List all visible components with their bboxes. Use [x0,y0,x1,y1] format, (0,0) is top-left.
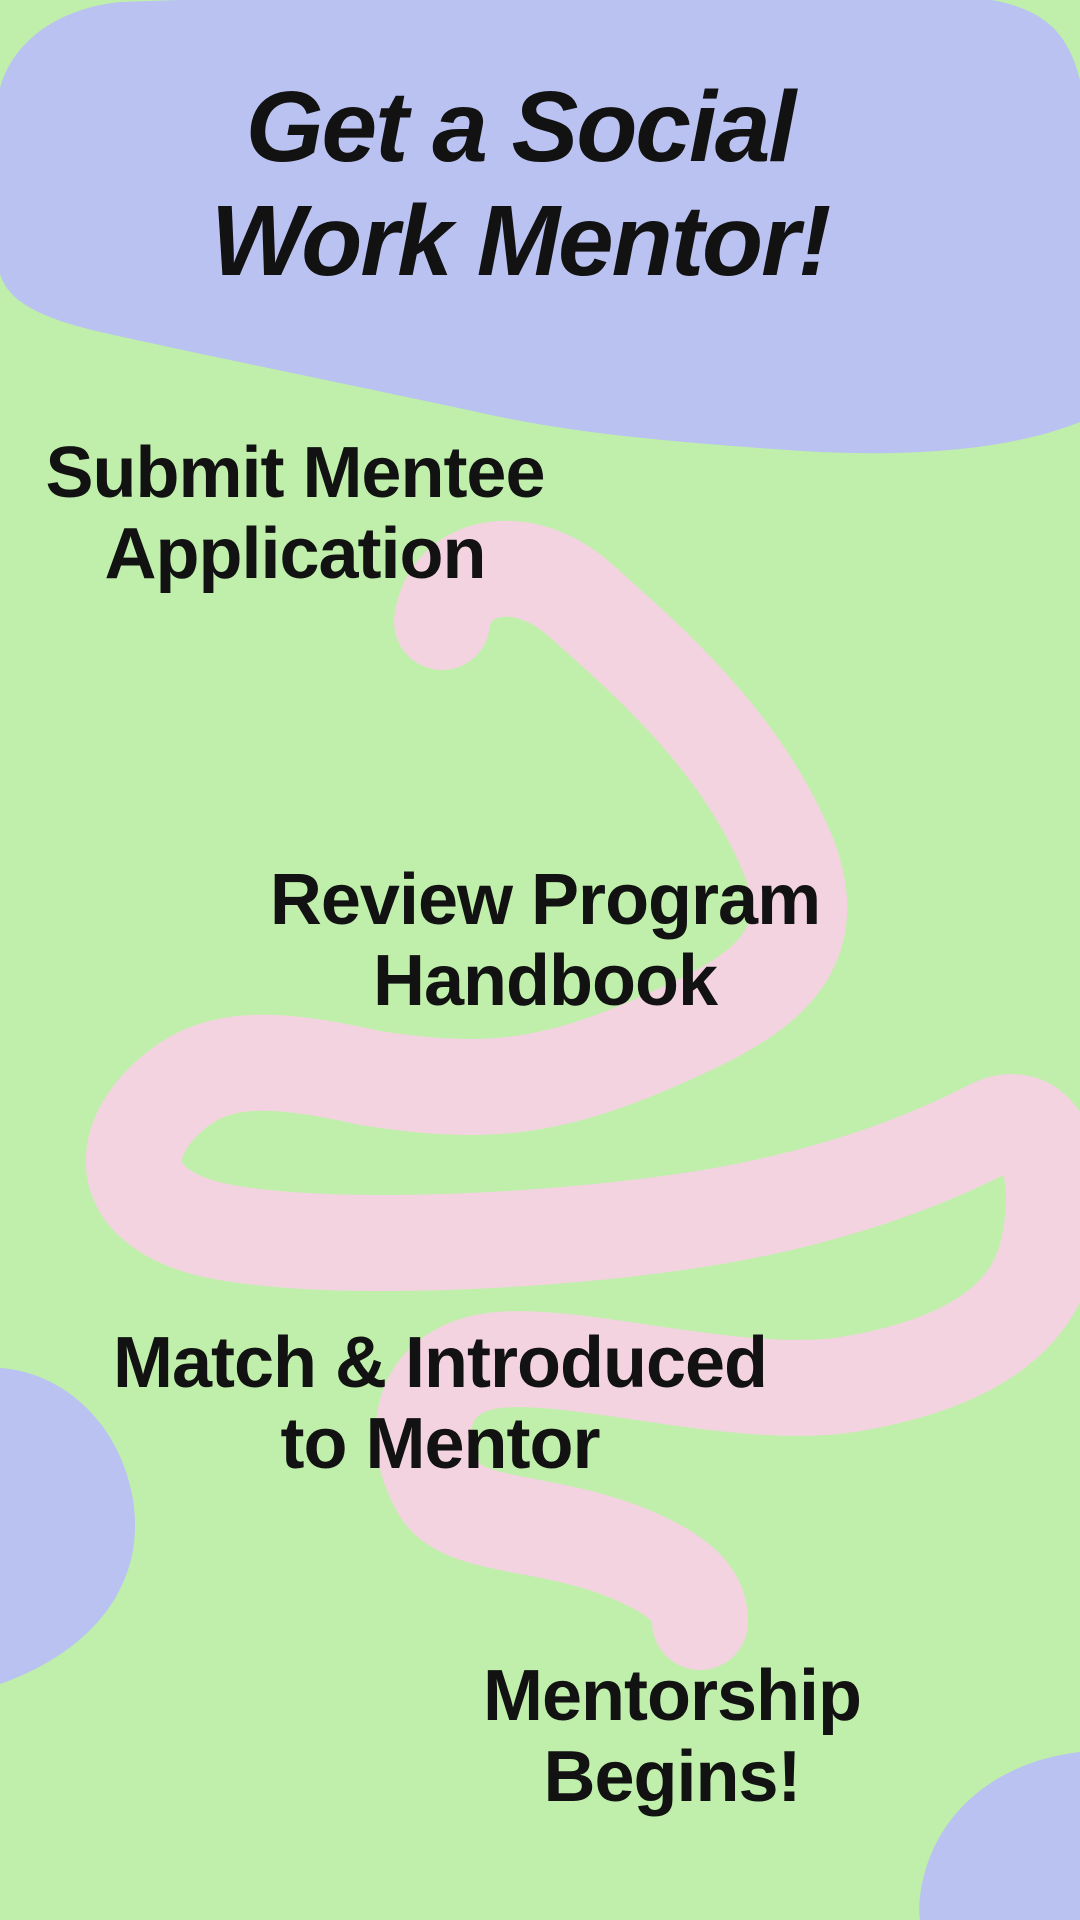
step-1-line-2: Application [104,513,487,594]
bottom-right-blob [919,1752,1080,1920]
step-mentorship-begins: Mentorship Begins! [483,1656,862,1817]
step-1-line-1: Submit Mentee [45,433,545,513]
step-4-line-1: Mentorship [483,1656,862,1736]
title-line-1: Get a Social [245,71,796,183]
title-blob [0,0,1080,454]
squiggle-path [85,520,1080,1670]
step-4-line-2: Begins! [543,1736,801,1817]
step-2-line-2: Handbook [373,940,718,1021]
step-3-line-1: Match & Introduced [112,1323,768,1403]
poster-title: Get a Social Work Mentor! [210,70,832,298]
step-review-program-handbook: Review Program Handbook [269,860,821,1021]
left-edge-blob [0,1368,136,1684]
title-line-2: Work Mentor! [210,185,832,297]
step-2-line-1: Review Program [269,860,821,940]
step-3-line-2: to Mentor [280,1403,601,1484]
step-submit-mentee-application: Submit Mentee Application [45,433,545,594]
step-match-introduced-to-mentor: Match & Introduced to Mentor [112,1323,768,1484]
